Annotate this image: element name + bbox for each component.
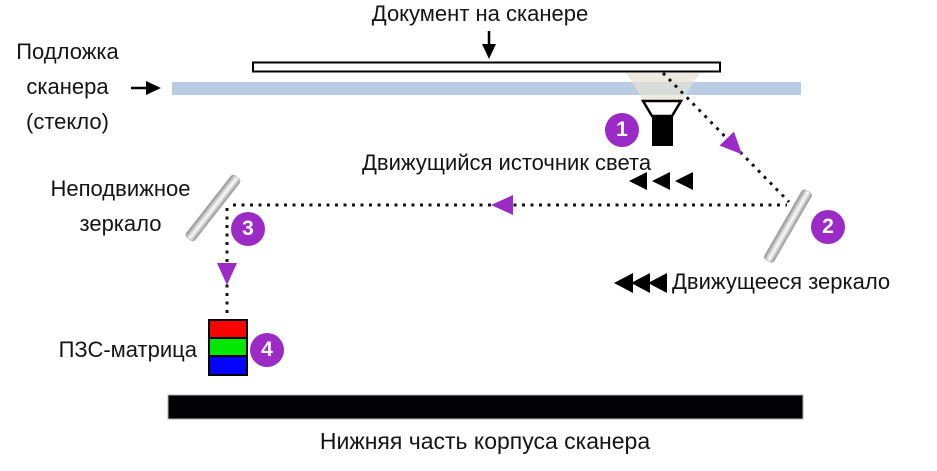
mirror-motion-arrows-icon [614,273,667,293]
fixed-mirror-label-line2: зеркало [79,211,162,236]
step-badge-2: 2 [811,210,845,244]
lamp-reflector [640,99,684,118]
step-badge-1: 1 [605,113,639,147]
lamp-motion-arrows-icon [629,172,693,190]
document-pointer-arrow-icon [482,31,496,59]
light-direction-arrow-diagonal [719,131,743,155]
step-badge-3: 3 [231,212,265,246]
lamp-body [652,116,673,146]
document-sheet [252,61,721,73]
glass-label-line2: сканера [26,74,109,99]
fixed-mirror [185,174,241,242]
glass-label-line3: (стекло) [26,109,109,134]
glass-pointer-arrow-icon [131,81,161,95]
moving-mirror [764,189,812,263]
moving-mirror-label: Движущееся зеркало [672,269,891,294]
document-title-label: Документ на сканере [371,1,589,26]
ccd-green-cell [208,337,248,357]
ccd-matrix [208,319,248,376]
light-direction-arrow-left [491,195,513,215]
ccd-blue-cell [208,355,248,376]
scanner-base-bar [167,394,804,420]
glass-label: Подложка сканера (стекло) [0,34,135,139]
light-direction-arrow-down [217,263,237,285]
light-source-label: Движущийся источник света [362,150,652,175]
ccd-red-cell [208,319,248,339]
ccd-label: ПЗС-матрица [58,337,197,362]
scanner-glass-bar [172,82,801,95]
step-badge-4: 4 [250,333,284,367]
fixed-mirror-label: Неподвижное зеркало [28,171,213,241]
light-beam-cone [626,73,700,101]
fixed-mirror-label-line1: Неподвижное [50,176,191,201]
scanner-base-label: Нижняя часть корпуса сканера [319,428,651,454]
glass-label-line1: Подложка [16,39,119,64]
